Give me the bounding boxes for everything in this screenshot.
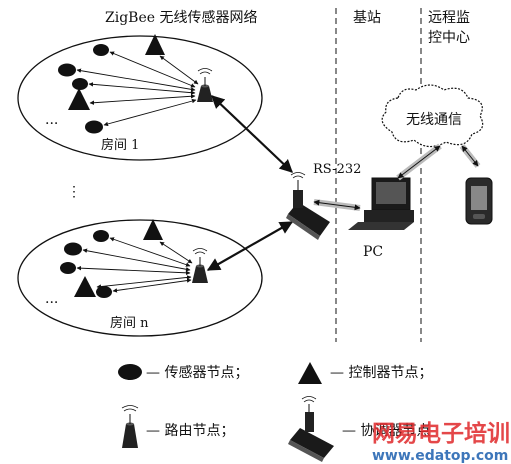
legend-router: — 路由节点；	[146, 423, 234, 439]
router-node-icon	[192, 248, 208, 283]
sensor-node-icon	[72, 78, 88, 90]
controller-node-icon	[145, 34, 165, 55]
room-1-boundary	[17, 35, 263, 161]
sensor-node-icon	[64, 242, 82, 256]
room-1-label: 房间 1	[101, 137, 139, 153]
legend-coordinator: — 协调器节点	[342, 423, 430, 439]
dots-room1: ...	[45, 112, 58, 128]
mobile-phone-icon	[465, 177, 493, 225]
legend-controller-node-icon	[298, 362, 322, 384]
watermark: 网易电子培训 www.edatop.com	[372, 420, 510, 464]
header-remote-line1: 远程监	[428, 10, 470, 26]
sensor-node-icon	[93, 44, 109, 56]
legend: — 传感器节点； — 控制器节点； — 路由节点； — 协调器节点	[118, 362, 432, 462]
room-1-nodes: ... 房间 1	[45, 34, 213, 153]
controller-node-icon	[68, 88, 90, 110]
wireless-label: 无线通信	[406, 112, 462, 128]
sensor-node-icon	[96, 286, 112, 298]
sensor-node-icon	[60, 262, 76, 274]
sensor-node-icon	[93, 230, 109, 242]
room-n-nodes: ... 房间 n	[45, 219, 208, 331]
room-n-text: 房间 n	[110, 315, 149, 331]
watermark-cn: 网易电子培训	[372, 420, 510, 447]
link-roomn-coordinator	[206, 221, 294, 271]
pc-label: PC	[363, 244, 383, 260]
coordinator-node-icon	[286, 172, 330, 240]
header-network: ZigBee 无线传感器网络	[105, 9, 257, 26]
header-base-station: 基站	[353, 9, 381, 26]
sensor-node-icon	[85, 120, 103, 134]
legend-sensor: — 传感器节点；	[146, 364, 248, 381]
rs232-label: RS-232	[313, 162, 361, 177]
dots-roomn: ...	[45, 291, 58, 307]
watermark-url: www.edatop.com	[372, 448, 508, 464]
room-n-label: 房间 n	[110, 315, 149, 331]
router-node-icon	[197, 68, 213, 102]
controller-node-icon	[143, 219, 163, 240]
legend-coordinator-node-icon	[288, 396, 334, 462]
legend-sensor-node-icon	[118, 364, 142, 380]
room-n-boundary	[17, 219, 263, 337]
controller-node-icon	[74, 276, 96, 297]
header-remote-line2: 控中心	[428, 30, 470, 46]
sensor-node-icon	[58, 63, 76, 77]
link-room1-coordinator	[211, 95, 293, 173]
legend-router-node-icon	[121, 405, 139, 448]
dots-between-rooms: ⋮	[67, 184, 81, 200]
legend-controller: — 控制器节点；	[330, 365, 432, 381]
pc-icon	[348, 177, 414, 230]
cloud-icon	[381, 84, 484, 148]
